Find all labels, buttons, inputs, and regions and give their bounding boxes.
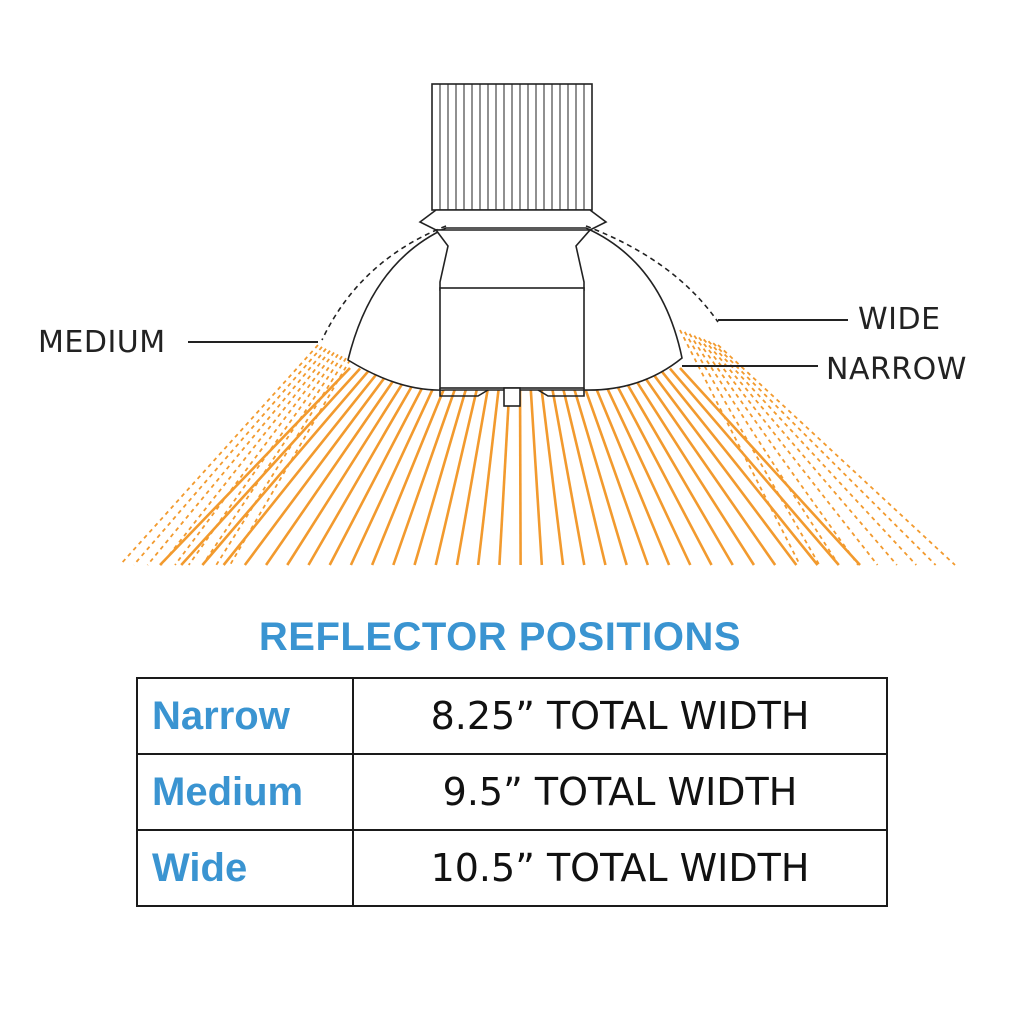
base-ring [439, 388, 489, 397]
beam-line-dashed [201, 355, 343, 566]
beam-line [349, 372, 442, 566]
beam-line [628, 370, 756, 566]
beam-line [679, 367, 861, 566]
beam-line [413, 374, 472, 566]
beam-line [528, 377, 544, 566]
callout-lines [188, 319, 848, 367]
lamp-tip [503, 387, 521, 407]
beam-line [568, 374, 628, 566]
housing-lower [439, 287, 585, 389]
beam-line-dashed [160, 350, 331, 566]
beam-line-dashed [133, 346, 323, 566]
beam-line [370, 373, 452, 566]
position-name: Wide [136, 829, 354, 907]
beam-line-dashed [146, 348, 327, 566]
beam-line-dashed [188, 353, 339, 566]
beam-line-dashed [717, 344, 956, 566]
position-name: Narrow [136, 677, 354, 755]
collar [418, 209, 608, 231]
reflector-table: Narrow 8.25” TOTAL WIDTH Medium 9.5” TOT… [136, 677, 888, 907]
light-beams [119, 329, 956, 566]
fin-lines [439, 84, 585, 210]
wide-outline [585, 225, 719, 323]
beam-line [498, 377, 512, 566]
beam-line [548, 375, 586, 566]
beam-line [264, 370, 402, 566]
beam-line-dashed [698, 336, 879, 566]
position-width: 9.5” TOTAL WIDTH [352, 753, 888, 831]
beam-line-dashed [679, 329, 801, 566]
beam-line [578, 373, 650, 566]
beam-line-dashed [119, 344, 319, 566]
narrow-label: NARROW [826, 352, 967, 387]
beam-line [434, 375, 482, 566]
base-ring-right [537, 388, 585, 397]
beam-line [159, 367, 351, 566]
position-width: 10.5” TOTAL WIDTH [352, 829, 888, 907]
beam-line [392, 374, 462, 566]
medium-label: MEDIUM [38, 325, 166, 360]
beam-line [518, 377, 522, 566]
beam-line [328, 372, 432, 566]
beam-line-dashed [688, 333, 840, 566]
position-width: 8.25” TOTAL WIDTH [352, 677, 888, 755]
beam-line [588, 372, 671, 566]
beam-line-dashed [703, 338, 898, 566]
beam-line [558, 374, 607, 566]
medium-outline [321, 225, 447, 341]
wide-label: WIDE [858, 302, 941, 337]
position-name: Medium [136, 753, 354, 831]
beam-line [608, 371, 713, 566]
beam-line [476, 376, 502, 566]
housing-upper [434, 229, 592, 291]
beam-line [648, 369, 798, 566]
beam-line [243, 369, 392, 566]
table-row: Medium 9.5” TOTAL WIDTH [136, 753, 888, 831]
reflector-diagram [119, 83, 956, 566]
beam-line [222, 369, 382, 566]
light-fixture [321, 83, 719, 407]
table-title: REFLECTOR POSITIONS [258, 615, 742, 659]
beam-line [669, 367, 840, 566]
beam-line-dashed [693, 335, 859, 566]
beam-line [455, 376, 492, 566]
beam-line [286, 370, 412, 566]
beam-line-dashed [215, 357, 347, 566]
beam-line [618, 370, 734, 566]
beam-line-dashed [707, 340, 917, 566]
beam-line [658, 368, 819, 566]
beam-line [201, 368, 371, 566]
beam-line [598, 372, 692, 566]
beam-line [638, 369, 777, 566]
beam-line [538, 376, 565, 566]
beam-line [307, 371, 422, 566]
table-row: Wide 10.5” TOTAL WIDTH [136, 829, 888, 907]
beam-line-dashed [683, 331, 821, 566]
table-row: Narrow 8.25” TOTAL WIDTH [136, 677, 888, 755]
